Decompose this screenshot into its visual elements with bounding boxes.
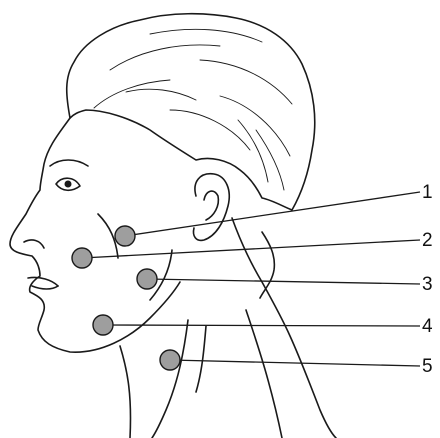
hair-strand (94, 80, 170, 108)
hair-strand (126, 89, 196, 100)
marker-5 (160, 350, 180, 370)
brow (50, 160, 88, 166)
leader-line-3 (147, 279, 420, 284)
head-illustration (10, 14, 336, 438)
leader-line-4 (103, 325, 420, 326)
nostril (24, 240, 44, 248)
neck-back-detail (260, 232, 274, 298)
hair-strand (220, 96, 290, 156)
number-labels: 1 2 3 4 5 (422, 182, 433, 377)
hair-strand (150, 29, 262, 42)
marker-1 (115, 226, 135, 246)
face-profile (10, 118, 180, 352)
ear-inner (204, 191, 218, 220)
leader-line-5 (170, 360, 420, 366)
neck-muscle (152, 320, 188, 438)
label-2: 2 (422, 230, 433, 251)
ear (193, 174, 229, 241)
shoulder (246, 310, 282, 438)
marker-2 (72, 248, 92, 268)
leader-line-1 (125, 192, 420, 236)
neck-back (232, 218, 336, 438)
hair-strand (110, 45, 220, 70)
label-5: 5 (422, 356, 433, 377)
label-1: 1 (422, 182, 433, 203)
mouth-lower (32, 286, 58, 289)
markers (72, 192, 420, 370)
iris (65, 181, 72, 188)
hair-strand (200, 60, 292, 104)
hair-strand (170, 110, 250, 150)
label-3: 3 (422, 274, 433, 295)
marker-3 (137, 269, 157, 289)
hair (67, 14, 315, 210)
label-4: 4 (422, 316, 433, 337)
neck-front (120, 346, 131, 438)
marker-4 (93, 315, 113, 335)
neck-muscle-inner (196, 326, 206, 392)
